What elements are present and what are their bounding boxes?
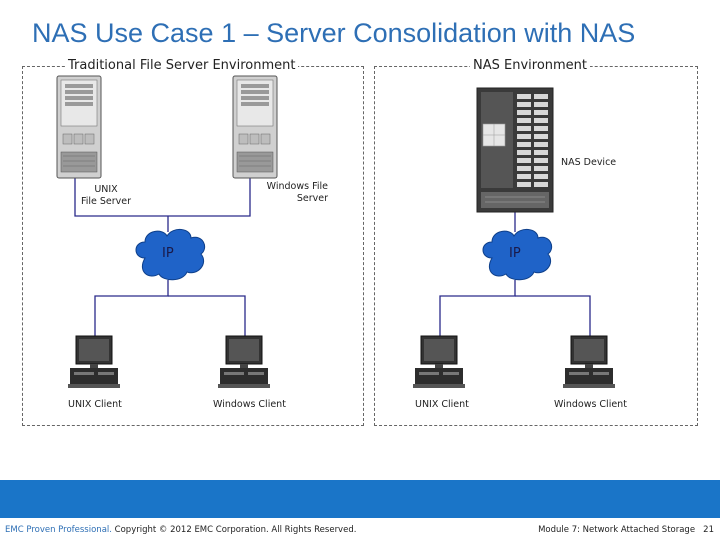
nas-device-icon: [476, 87, 554, 213]
footer-page-number: 21: [703, 525, 714, 535]
unix-server-icon: [56, 75, 102, 179]
footer-copyright-text: Copyright © 2012 EMC Corporation. All Ri…: [111, 525, 357, 535]
footer-bar: [0, 480, 720, 518]
footer-copyright: EMC Proven Professional. Copyright © 201…: [5, 525, 356, 535]
windows-server-icon: [232, 75, 278, 179]
unix-file-server-label: UNIX File Server: [80, 184, 132, 207]
link-ip-right-to-windows-client: [515, 295, 591, 340]
windows-client-left-icon: [218, 335, 270, 388]
windows-client-right-icon: [563, 335, 615, 388]
footer-module-info: Module 7: Network Attached Storage 21: [538, 525, 714, 535]
ip-cloud-left-icon: [135, 229, 206, 281]
ip-label-left: IP: [162, 246, 174, 261]
topology-diagram: [56, 75, 615, 388]
unix-client-right-icon: [413, 335, 465, 388]
footer-brand: EMC Proven Professional.: [5, 525, 112, 535]
windows-file-server-label: Windows File Server: [266, 181, 328, 204]
unix-client-left-icon: [68, 335, 120, 388]
nas-device-label: NAS Device: [561, 157, 617, 168]
windows-client-right-label: Windows Client: [554, 399, 627, 410]
nas-panel-label: NAS Environment: [470, 58, 591, 73]
slide-title: NAS Use Case 1 – Server Consolidation wi…: [32, 18, 636, 48]
link-ip-left-to-windows-client: [168, 295, 246, 340]
footer-module: Module 7: Network Attached Storage: [538, 525, 696, 535]
ip-cloud-right-icon: [482, 229, 553, 281]
link-ip-left-to-clients: [94, 280, 169, 340]
link-unix-server: [74, 178, 251, 217]
unix-client-left-label: UNIX Client: [68, 399, 122, 410]
traditional-panel-label: Traditional File Server Environment: [65, 58, 299, 73]
traditional-panel: Traditional File Server Environment: [22, 58, 364, 426]
unix-client-right-label: UNIX Client: [415, 399, 469, 410]
connection-lines: [74, 178, 591, 340]
link-ip-right-to-clients: [439, 280, 516, 340]
ip-label-right: IP: [509, 246, 521, 261]
nas-panel: NAS Environment: [374, 58, 698, 426]
windows-client-left-label: Windows Client: [213, 399, 286, 410]
